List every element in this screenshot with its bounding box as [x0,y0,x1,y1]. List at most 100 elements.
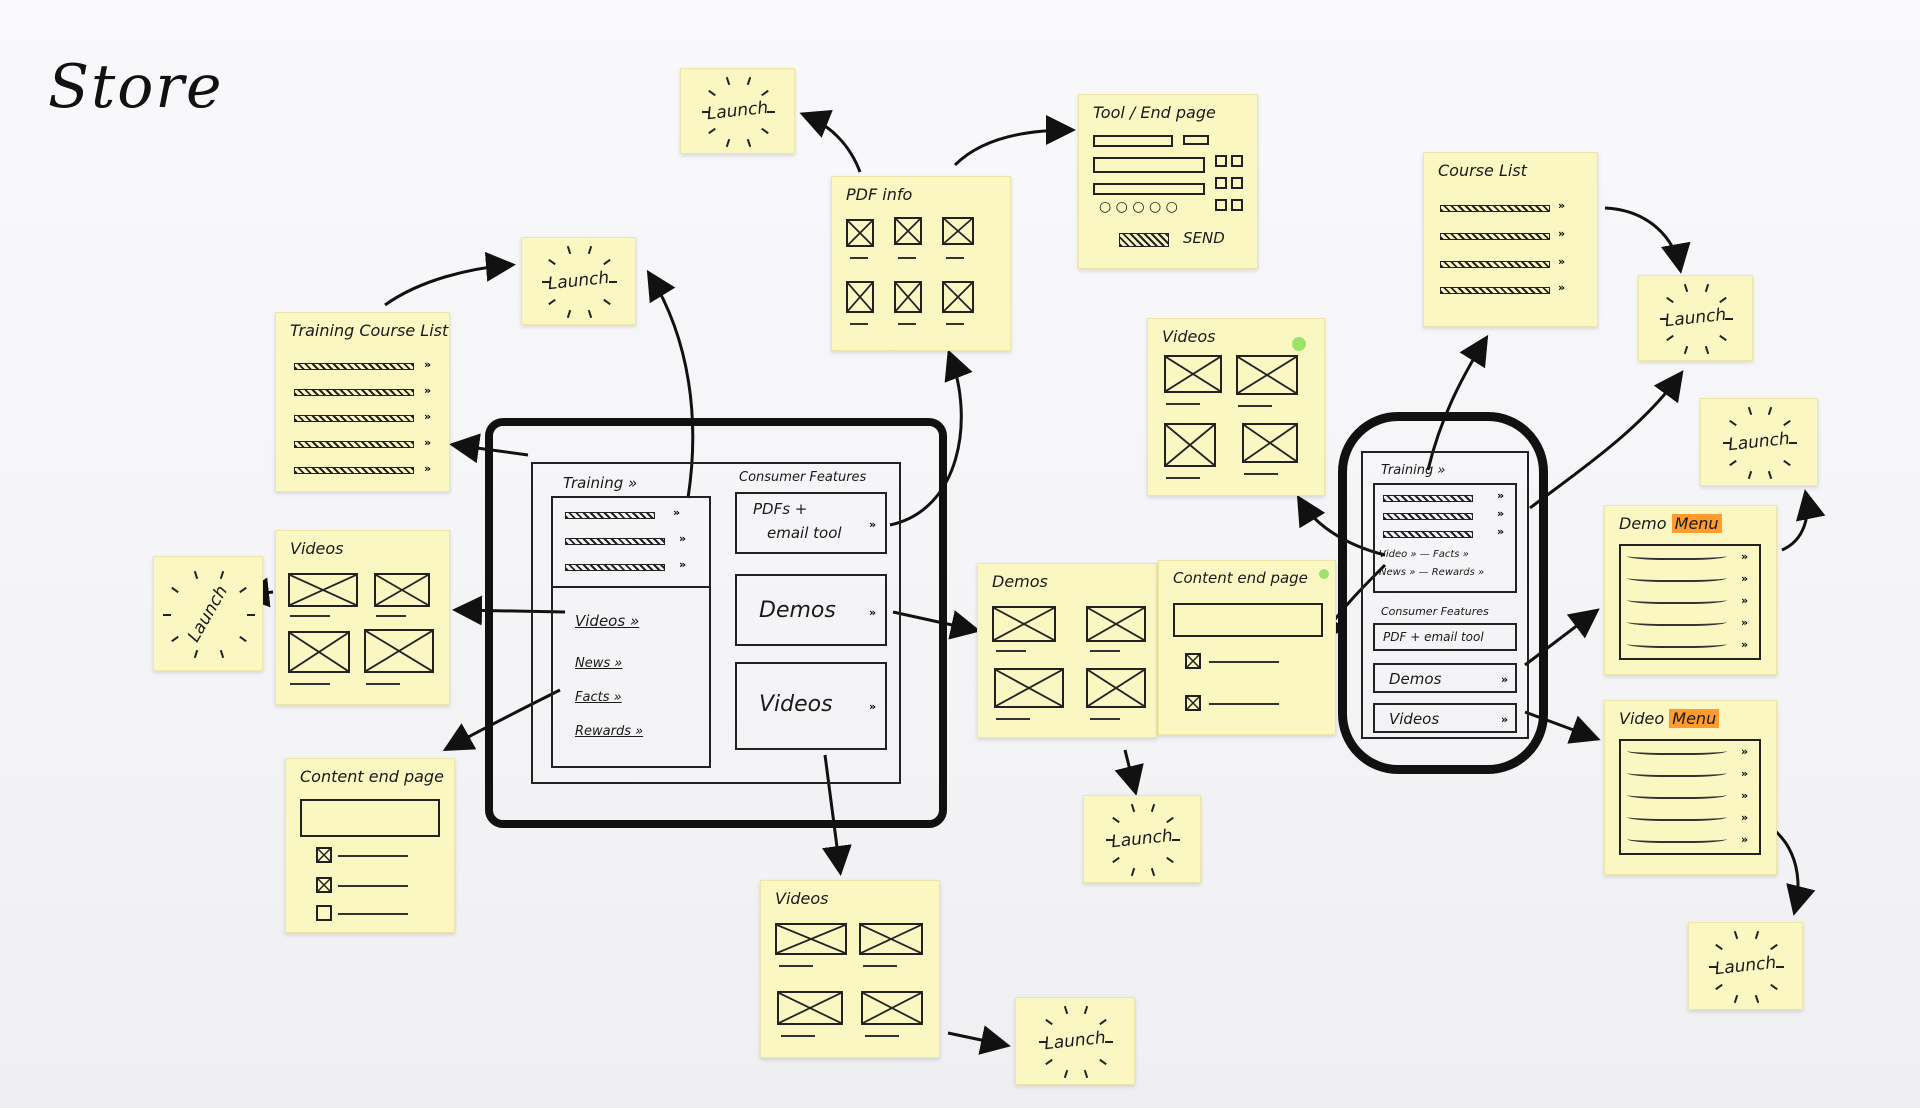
launch-burst-ray [1172,839,1181,841]
tablet-videos-button[interactable]: Videos » [735,662,887,750]
videos-note-bottom: Videos [760,880,940,1058]
launch-burst-ray [1151,804,1156,813]
note-title: Demos [992,572,1048,591]
launch-note-far-left: Launch [153,556,263,671]
launch-burst-ray [171,586,179,594]
note-title: Video Menu [1619,709,1720,728]
launch-burst-ray [193,650,199,659]
launch-burst-ray [548,259,557,266]
launch-burst-ray [193,570,199,579]
launch-burst-ray [1704,283,1709,293]
phone-pdf-email-button[interactable]: PDF + email tool [1373,623,1517,651]
videos-note-mid: Videos [1147,318,1325,496]
launch-burst-ray [1038,1041,1047,1043]
launch-label: Launch [1043,1027,1107,1055]
launch-burst-ray [1768,407,1773,416]
launch-burst-ray [1715,944,1724,951]
launch-label: Launch [546,267,611,295]
note-title: Videos [290,539,344,558]
launch-burst-ray [566,246,572,255]
tablet-wireframe: Training » Consumer Features » » » Video… [485,418,947,828]
tablet-news-link[interactable]: News » [575,656,623,671]
launch-burst-ray [1684,345,1689,355]
note-title: Course List [1438,161,1527,180]
phone-training-label[interactable]: Training » [1381,463,1446,478]
green-dot [1292,337,1306,351]
tablet-facts-link[interactable]: Facts » [575,690,622,705]
phone-news-rewards[interactable]: News » — Rewards » [1379,567,1485,578]
launch-burst-ray [1768,470,1773,479]
launch-burst-ray [746,138,751,148]
phone-videos-button[interactable]: Videos » [1373,703,1517,733]
send-button[interactable] [1119,233,1169,247]
content-end-page-note-mid: Content end page [1158,560,1336,735]
launch-burst-ray [1112,856,1120,863]
launch-note-left-top: Launch [521,237,636,325]
launch-label: Launch [1110,825,1174,853]
launch-burst-ray [1789,442,1798,444]
launch-burst-ray [1704,345,1709,355]
phone-wireframe: Training » » » » Video » — Facts » News … [1338,412,1548,774]
menu-highlight: Menu [1669,709,1720,728]
tablet-pdfs-button[interactable]: PDFs + email tool » [735,492,887,554]
launch-burst-ray [1733,931,1739,940]
launch-note-bottom-center: Launch [1015,997,1135,1085]
tablet-videos-link[interactable]: Videos » [575,612,640,630]
launch-burst-ray [1166,856,1174,863]
launch-burst-ray [1666,296,1674,303]
launch-burst-ray [246,613,255,616]
launch-label: Launch [1713,952,1778,980]
launch-note-right-top: Launch [1638,275,1753,361]
videos-note-left: Videos [275,530,450,705]
launch-burst-ray [1769,944,1778,951]
launch-burst-ray [708,89,716,96]
launch-burst-ray [1166,817,1174,824]
note-title: Videos [775,889,829,908]
pdf-email-label: PDF + email tool [1383,630,1484,644]
menu-highlight: Menu [1671,514,1722,533]
tablet-rewards-link[interactable]: Rewards » [575,724,644,739]
content-end-page-note-left: Content end page [285,758,455,933]
video-thumbnail [364,629,434,673]
launch-burst-ray [1719,296,1727,303]
note-title: Tool / End page [1093,103,1216,122]
demos-label: Demos [1389,670,1442,688]
pdfs-label-line1: PDFs + [753,500,808,518]
launch-burst-ray [1747,407,1752,416]
tool-end-page-note: Tool / End page ○ ○ ○ ○ ○ SEND [1078,94,1258,269]
phone-video-facts[interactable]: Video » — Facts » [1379,549,1469,560]
video-menu-title: Video [1619,709,1665,728]
launch-burst-ray [238,586,247,594]
launch-burst-ray [1709,966,1718,968]
launch-note-mid: Launch [1083,795,1201,883]
launch-burst-ray [1719,335,1727,342]
launch-burst-ray [1684,283,1689,293]
launch-burst-ray [1105,839,1114,841]
launch-burst-ray [548,298,557,305]
launch-burst-ray [1666,335,1674,342]
launch-burst-ray [1729,459,1737,466]
green-dot [1319,569,1329,579]
page-title: Store [48,52,224,122]
demos-note: Demos [977,563,1157,738]
videos-label: Videos [759,692,833,717]
launch-burst-ray [238,635,247,643]
launch-burst-ray [1754,931,1760,940]
launch-burst-ray [1045,1058,1053,1065]
launch-burst-ray [726,76,731,86]
launch-burst-ray [1063,1069,1068,1078]
note-title: Content end page [1173,569,1308,587]
launch-burst-ray [746,76,751,86]
phone-screen [1361,451,1529,739]
launch-burst-ray [1063,1006,1068,1015]
launch-burst-ray [566,309,572,318]
phone-demos-button[interactable]: Demos » [1373,663,1517,693]
demo-menu-note: Demo Menu » » » » » [1604,505,1777,675]
tablet-demos-button[interactable]: Demos » [735,574,887,646]
launch-burst-ray [1747,470,1752,479]
phone-consumer-features-label: Consumer Features [1381,605,1489,618]
tablet-training-label[interactable]: Training » [563,474,638,492]
launch-burst-ray [1130,867,1135,876]
launch-burst-ray [1045,1019,1053,1026]
launch-burst-ray [219,650,225,659]
